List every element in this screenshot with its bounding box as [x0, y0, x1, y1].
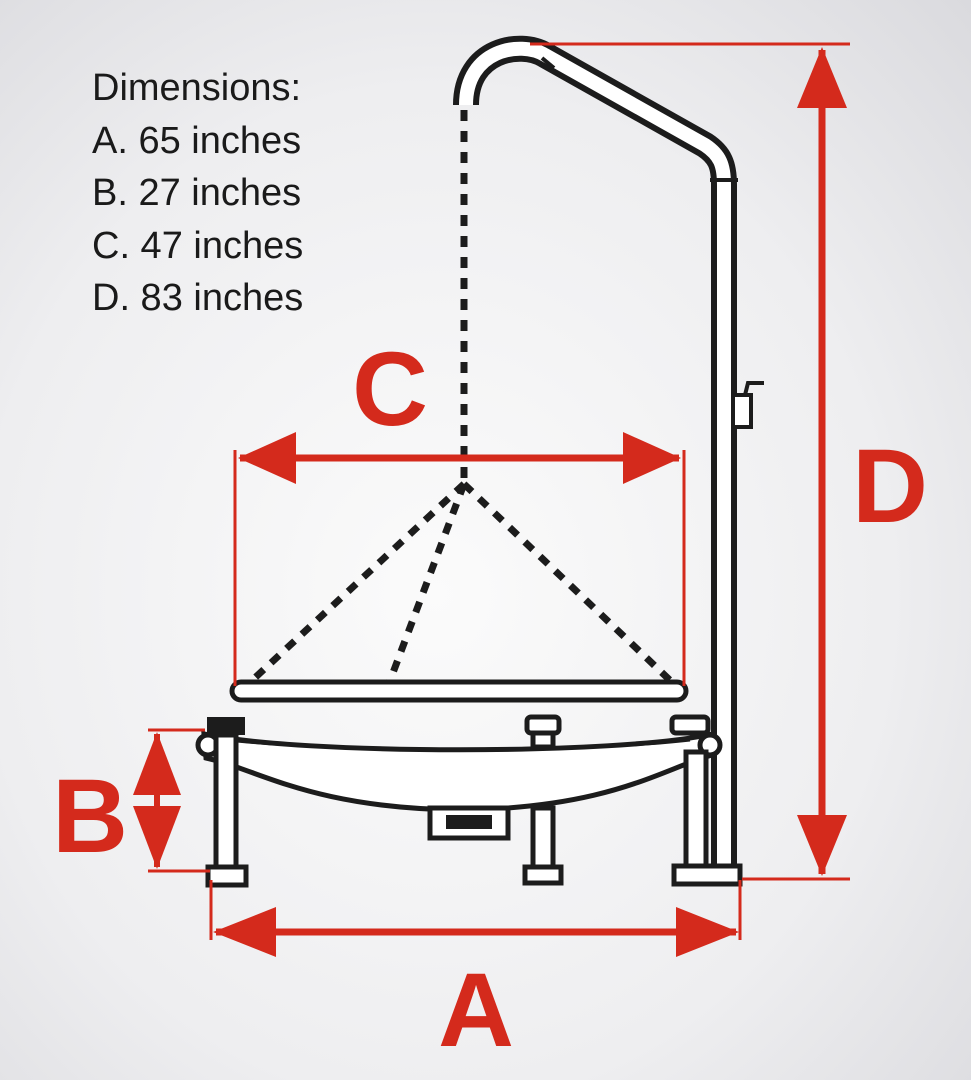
dimension-a — [209, 880, 742, 957]
dimension-label-c: C — [352, 331, 428, 448]
curtain-rod — [229, 679, 689, 703]
valve — [731, 381, 764, 429]
legend-item-a: A. 65 inches — [92, 119, 302, 162]
dimension-label-b: B — [52, 758, 128, 875]
legend-item-c: C. 47 inches — [92, 224, 304, 267]
legend-item-b: B. 27 inches — [92, 172, 302, 214]
curtain-dotted-lines — [243, 110, 679, 689]
dimension-label-d: D — [852, 428, 928, 545]
pole-joint — [540, 56, 556, 70]
legend-heading: Dimensions: — [92, 67, 302, 109]
tub-body — [201, 730, 715, 841]
dimension-c — [233, 432, 686, 686]
tub-feet — [205, 714, 743, 888]
shower-pole — [453, 35, 738, 872]
dimension-d — [530, 42, 850, 881]
legend-item-d: D. 83 inches — [92, 277, 304, 319]
dimension-label-a: A — [438, 952, 514, 1069]
dimensions-legend: Dimensions: A. 65 inches B. 27 inches C.… — [92, 62, 303, 325]
dimension-b — [133, 728, 210, 873]
